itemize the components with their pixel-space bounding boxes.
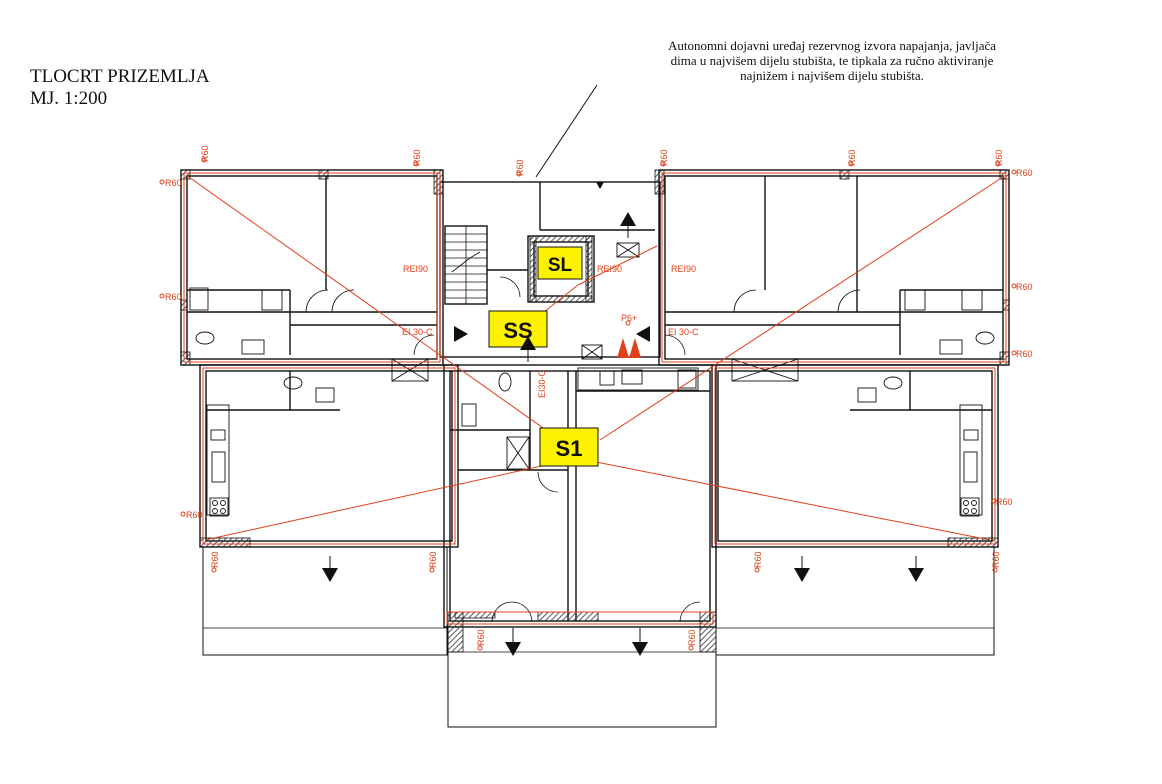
arrow-up-icon: [620, 212, 636, 226]
rating-ei30c: EI 30-C: [668, 327, 699, 337]
rating-r60: R60: [200, 145, 210, 162]
arrow-down-small-icon: [596, 182, 604, 189]
rating-r60: R60: [476, 629, 486, 646]
detection-lines: [183, 172, 1007, 625]
arrow-down-icon: [322, 568, 338, 582]
arrow-down-icon: [632, 642, 648, 656]
rating-r60: R60: [515, 159, 525, 176]
note-line-1: Autonomni dojavni uređaj rezervnog izvor…: [667, 38, 997, 53]
fire-rating-labels: R60 R60 R60 R60 R60 R60 R60 R60 R60 R60 …: [165, 145, 1033, 646]
exit-arrow-icon: [454, 326, 468, 342]
arrow-down-icon: [908, 568, 924, 582]
rating-r60: R60: [659, 149, 669, 166]
arrow-down-icon: [505, 642, 521, 656]
hatched-columns: [180, 169, 1010, 653]
arrows: [322, 182, 924, 656]
label-sl: SL: [537, 246, 583, 280]
arrow-down-icon: [794, 568, 810, 582]
rating-ei30c-vertical: EI30-C: [537, 369, 547, 398]
title-line-1: TLOCRT PRIZEMLJA: [30, 66, 210, 87]
leader-line: [535, 84, 598, 178]
rating-rei90: REI90: [403, 264, 428, 274]
staircase: [445, 226, 487, 304]
rating-r60: R60: [412, 149, 422, 166]
exit-arrow-icon: [636, 326, 650, 342]
rating-r60: R60: [1016, 168, 1033, 178]
rating-r60: R60: [186, 510, 203, 520]
rating-r60: R60: [991, 551, 1001, 568]
label-ss: SS: [488, 310, 548, 348]
hydrant-cone-icon: [617, 338, 641, 358]
rating-r60: R60: [753, 551, 763, 568]
rating-markers: [159, 157, 1017, 651]
rating-r60: R60: [847, 149, 857, 166]
rating-r60: R60: [1016, 349, 1033, 359]
annotation-note: Autonomni dojavni uređaj rezervnog izvor…: [612, 38, 1052, 83]
fixtures: [189, 242, 995, 517]
label-sl-text: SL: [548, 255, 573, 276]
rating-r60: R60: [1016, 282, 1033, 292]
rating-rei90: REI90: [597, 264, 622, 274]
drawing-title: TLOCRT PRIZEMLJA MJ. 1:200: [30, 66, 210, 110]
title-line-2: MJ. 1:200: [30, 88, 108, 109]
arrow-up-icon: [520, 336, 536, 350]
rating-r60: R60: [165, 178, 182, 188]
label-s1: S1: [539, 427, 599, 467]
rating-p6: P6+: [621, 313, 637, 323]
rating-r60: R60: [165, 292, 182, 302]
note-line-3: najnižem i najvišem dijelu stubišta.: [740, 68, 924, 83]
rating-r60: R60: [996, 497, 1013, 507]
note-line-2: dima u najvišem dijelu stubišta, te tipk…: [670, 53, 994, 68]
rating-r60: R60: [210, 551, 220, 568]
label-s1-text: S1: [556, 436, 583, 461]
rating-ei30c: EI 30-C: [402, 327, 433, 337]
sensor-labels: SL SS S1: [488, 246, 599, 467]
rating-r60: R60: [994, 149, 1004, 166]
rating-rei90: REI90: [671, 264, 696, 274]
rating-r60: R60: [428, 551, 438, 568]
rating-r60: R60: [687, 629, 697, 646]
door-swings: [305, 276, 861, 623]
